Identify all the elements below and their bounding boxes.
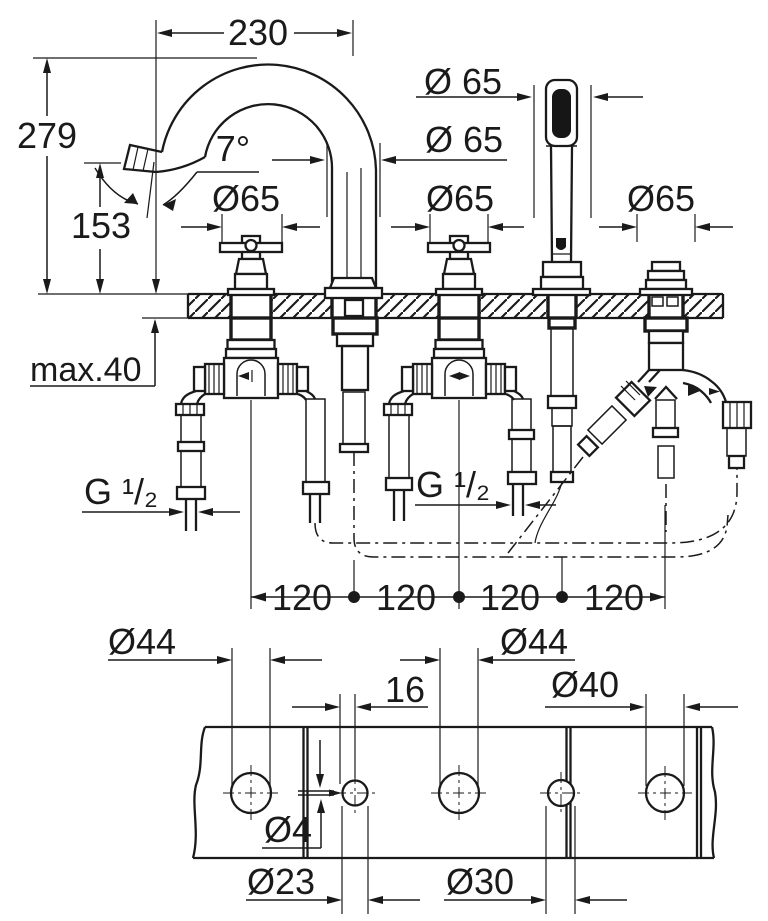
drill-holes	[223, 765, 692, 821]
dim-hole2: Ø23	[247, 861, 315, 902]
dim-hole3: Ø44	[500, 621, 568, 662]
dim-handshower-diameter: Ø 65	[424, 61, 502, 102]
left-handle	[174, 234, 331, 531]
gooseneck-spout	[122, 63, 384, 300]
dim-cc-2: 120	[376, 577, 436, 618]
dim-hole4: Ø30	[446, 861, 514, 902]
drilling-template: Ø44 Ø44 16 Ø40 Ø4 Ø23	[108, 621, 738, 914]
dim-pilot: Ø4	[264, 809, 312, 850]
dim-thread-right: G ¹/₂	[416, 464, 490, 505]
dim-diverter-diameter: Ø65	[627, 178, 695, 219]
thread-dimensions: G ¹/₂ G ¹/₂	[82, 464, 556, 516]
dim-spout-reach: 230	[228, 12, 288, 53]
dim-right-handle-diameter: Ø65	[426, 178, 494, 219]
dim-left-handle-diameter: Ø65	[212, 178, 280, 219]
dim-deck-thickness: max.40	[30, 351, 142, 389]
top-dimensions: 230 279 153 7° Ø 65 Ø 65	[17, 12, 733, 389]
dim-outlet-angle: 7°	[216, 128, 250, 169]
dim-pilot-offset: 16	[385, 669, 425, 710]
dim-spout-base-diameter: Ø 65	[425, 119, 503, 160]
dim-cc-3: 120	[480, 577, 540, 618]
handshower	[531, 78, 592, 544]
spacing-dimension: 120 120 120 120	[250, 400, 666, 618]
dim-outlet-height: 153	[71, 205, 131, 246]
right-handle	[382, 234, 538, 521]
dim-hole5: Ø40	[551, 664, 619, 705]
dim-cc-4: 120	[584, 577, 644, 618]
dim-spout-height: 279	[17, 115, 77, 156]
dim-hole1: Ø44	[108, 621, 176, 662]
spout-shank	[331, 298, 379, 454]
dim-thread-left: G ¹/₂	[84, 471, 158, 512]
diverter	[576, 260, 753, 479]
dim-cc-1: 120	[272, 577, 332, 618]
